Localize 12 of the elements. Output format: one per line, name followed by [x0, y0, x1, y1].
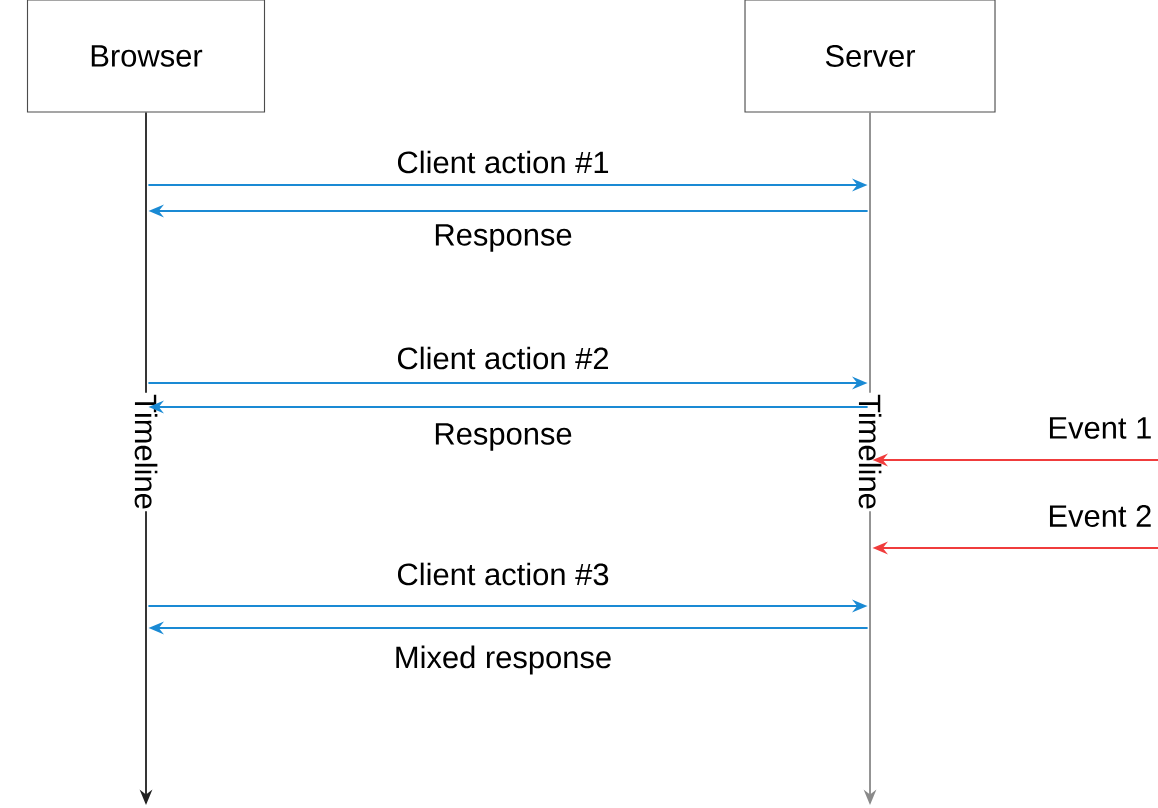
edge-label: Client action #1: [395, 149, 611, 175]
edge-label: Response: [431, 222, 575, 254]
edge-label: Event 2: [1046, 503, 1154, 529]
edge-label: Response: [431, 421, 575, 453]
participant-box: Server: [744, 0, 996, 113]
edge-label: Client action #3: [395, 561, 611, 587]
lifeline-label: Timeline: [857, 392, 883, 512]
edge-label: Mixed response: [392, 644, 614, 676]
edge-label: Client action #2: [395, 345, 611, 371]
lifeline-label: Timeline: [133, 392, 159, 512]
participant-box: Browser: [26, 0, 266, 113]
edge-label: Event 1: [1046, 415, 1154, 441]
